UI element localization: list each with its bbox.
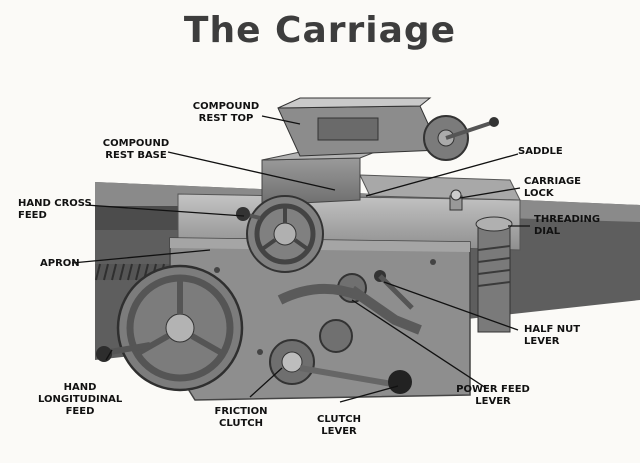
compound-rest-top: [277, 97, 499, 161]
friction-clutch: [269, 339, 315, 385]
label-hand-cross-feed: HAND CROSS FEED: [18, 198, 92, 221]
hand-longitudinal-feed-wheel: [96, 264, 244, 392]
leader-lines: [71, 115, 530, 403]
label-power-feed-lever: POWER FEED LEVER: [456, 384, 530, 407]
half-nut-lever: [374, 270, 414, 310]
label-compound-rest-top: COMPOUND REST TOP: [192, 101, 260, 124]
label-saddle: SADDLE: [518, 146, 563, 157]
label-clutch-lever: CLUTCH LEVER: [316, 414, 361, 437]
carriage-lock: [449, 189, 463, 211]
label-apron: APRON: [40, 258, 80, 269]
diagram-title: The Carriage: [183, 10, 457, 51]
power-feed-mechanism: [277, 273, 422, 353]
threading-dial: [475, 216, 513, 333]
hand-cross-feed-wheel: [236, 195, 324, 273]
clutch-lever: [299, 365, 412, 394]
label-carriage-lock: CARRIAGE LOCK: [524, 176, 581, 199]
label-threading-dial: THREADING DIAL: [534, 214, 601, 237]
label-hand-longitudinal-feed: HAND LONGITUDINAL FEED: [38, 382, 123, 417]
label-half-nut-lever: HALF NUT LEVER: [524, 324, 581, 347]
apron: [169, 237, 471, 401]
label-friction-clutch: FRICTION CLUTCH: [214, 406, 268, 429]
label-compound-rest-base: COMPOUND REST BASE: [102, 138, 170, 161]
